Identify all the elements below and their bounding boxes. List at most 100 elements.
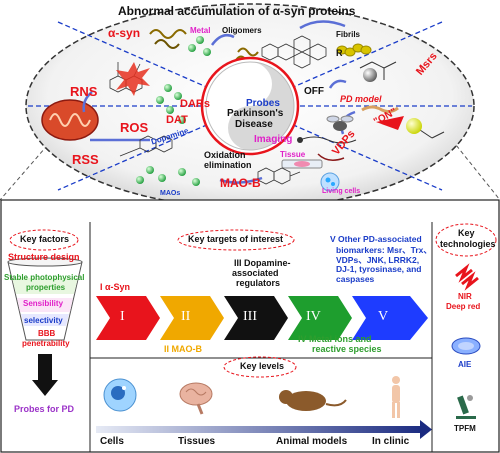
nir-light-icon bbox=[455, 263, 479, 291]
label-maos: MAOs bbox=[160, 190, 181, 197]
product-molecule-icon bbox=[257, 167, 301, 185]
target-v-line2: biomarkers: Msr、Trx、 bbox=[336, 245, 432, 255]
chevron-iv-text: IV bbox=[306, 309, 321, 324]
tech-nir: NIR bbox=[458, 292, 472, 301]
levels-arrow-head bbox=[420, 420, 432, 439]
target-iii-line2: associated bbox=[232, 268, 279, 278]
arrow-icon bbox=[210, 34, 235, 46]
level-cells: Cells bbox=[100, 436, 124, 447]
green-dots-icon bbox=[156, 84, 186, 124]
diagram-title: Abnormal accumulation of α-syn proteins bbox=[118, 4, 356, 18]
target-ii-label: II MAO-B bbox=[164, 344, 202, 354]
factor-sensibility: Sensibility bbox=[23, 299, 64, 308]
center-parkinsons: Parkinson's bbox=[227, 108, 284, 119]
label-ros: ROS bbox=[120, 120, 149, 135]
arrow-icon bbox=[328, 79, 347, 89]
label-elimination: elimination bbox=[204, 160, 252, 170]
tissue-slide-icon bbox=[281, 159, 323, 169]
factor-probes-for-pd: Probes for PD bbox=[14, 404, 75, 414]
label-maob: MAO-B bbox=[220, 176, 261, 190]
sulfur-molecule-icon bbox=[359, 61, 397, 80]
targets-title: Key targets of interest bbox=[188, 234, 284, 244]
label-oxidation: Oxidation bbox=[204, 150, 246, 160]
level-tissues: Tissues bbox=[178, 436, 216, 447]
target-v-line5: caspases bbox=[336, 274, 375, 284]
levels-title: Key levels bbox=[240, 361, 285, 371]
label-off: OFF bbox=[304, 86, 324, 97]
rat-icon bbox=[279, 390, 347, 411]
label-oligomers: Oligomers bbox=[222, 26, 262, 35]
target-iii-line1: III Dopamine- bbox=[234, 258, 291, 268]
metal-ion-icon bbox=[196, 36, 204, 44]
molecule-structure-icon bbox=[261, 35, 327, 69]
chevron-iv bbox=[288, 296, 352, 340]
worm-icon bbox=[361, 105, 399, 114]
asyn-strand-icon bbox=[154, 39, 180, 49]
target-iii-line3: regulators bbox=[236, 278, 281, 288]
label-metal: Metal bbox=[190, 26, 211, 35]
target-iv-line1: IV Metal ions and bbox=[298, 334, 372, 344]
chevron-iii bbox=[224, 296, 288, 340]
fly-icon bbox=[326, 115, 354, 131]
level-animal-models: Animal models bbox=[276, 436, 348, 447]
human-icon bbox=[392, 376, 400, 418]
green-dots-icon bbox=[136, 166, 200, 186]
tech-tpfm: TPFM bbox=[454, 424, 476, 433]
label-asyn: α-syn bbox=[108, 26, 141, 40]
arrow-icon bbox=[299, 20, 346, 30]
down-arrow-icon bbox=[32, 354, 58, 396]
maob-molecule-icon bbox=[119, 135, 173, 157]
center-imaging: Imaging bbox=[254, 134, 293, 145]
chevron-iii-text: III bbox=[243, 309, 257, 324]
arrow-icon bbox=[82, 91, 93, 113]
label-fibrils: Fibrils bbox=[336, 30, 361, 39]
red-arrow-icon bbox=[376, 116, 404, 130]
fibrils-icon bbox=[336, 43, 372, 57]
cell-icon bbox=[103, 378, 137, 412]
target-v-line1: V Other PD-associated bbox=[330, 234, 422, 244]
tech-title-oval bbox=[435, 223, 497, 257]
on-sphere-icon bbox=[406, 118, 422, 134]
label-living-cells: Living cells bbox=[322, 188, 361, 195]
targets-title-oval bbox=[177, 229, 295, 251]
tech-title-1: Key bbox=[458, 228, 475, 238]
factors-title-oval bbox=[9, 229, 79, 251]
projection-line-right bbox=[451, 139, 500, 201]
chevrons bbox=[96, 296, 428, 340]
factor-structure-design: Structure design bbox=[8, 252, 80, 262]
label-dars: DARs bbox=[180, 98, 210, 110]
label-pd-model: PD model bbox=[340, 94, 382, 104]
target-v-line3: VDPs、JNK, LRRK2, bbox=[336, 255, 420, 265]
center-circle bbox=[200, 56, 300, 156]
factor-penetrability: penetrability bbox=[22, 339, 70, 348]
chevron-v-text: V bbox=[378, 309, 389, 324]
chevron-i-text: I bbox=[120, 309, 125, 324]
mitochondrion-icon bbox=[41, 99, 99, 141]
factors-title: Key factors bbox=[20, 234, 70, 244]
burst-icon bbox=[116, 62, 150, 96]
projection-line-left bbox=[0, 139, 53, 201]
label-rns: RNS bbox=[70, 84, 98, 99]
chevron-ii bbox=[160, 296, 224, 340]
aie-icon bbox=[451, 337, 481, 355]
metal-ion-icon bbox=[188, 44, 196, 52]
living-cells-icon bbox=[320, 172, 340, 192]
factor-properties: properties bbox=[26, 283, 66, 292]
helix-icon bbox=[297, 136, 357, 161]
microscope-icon bbox=[456, 395, 476, 419]
target-iv-line2: reactive species bbox=[312, 344, 382, 354]
tech-aie: AIE bbox=[458, 360, 472, 369]
tech-title-2: technologies bbox=[440, 239, 496, 249]
metal-ion-icon bbox=[203, 48, 211, 56]
factor-stable-photophysical: Stable photophysical bbox=[4, 273, 85, 282]
levels-frame bbox=[89, 357, 433, 453]
level-in-clinic: In clinic bbox=[372, 436, 410, 447]
factor-bbb: BBB bbox=[38, 329, 56, 338]
chevron-i bbox=[96, 296, 160, 340]
label-tissue: Tissue bbox=[280, 150, 306, 159]
chevron-ii-text: II bbox=[181, 309, 191, 324]
brain-icon bbox=[179, 382, 213, 415]
tech-deep-red: Deep red bbox=[446, 302, 481, 311]
funnel bbox=[7, 257, 83, 341]
